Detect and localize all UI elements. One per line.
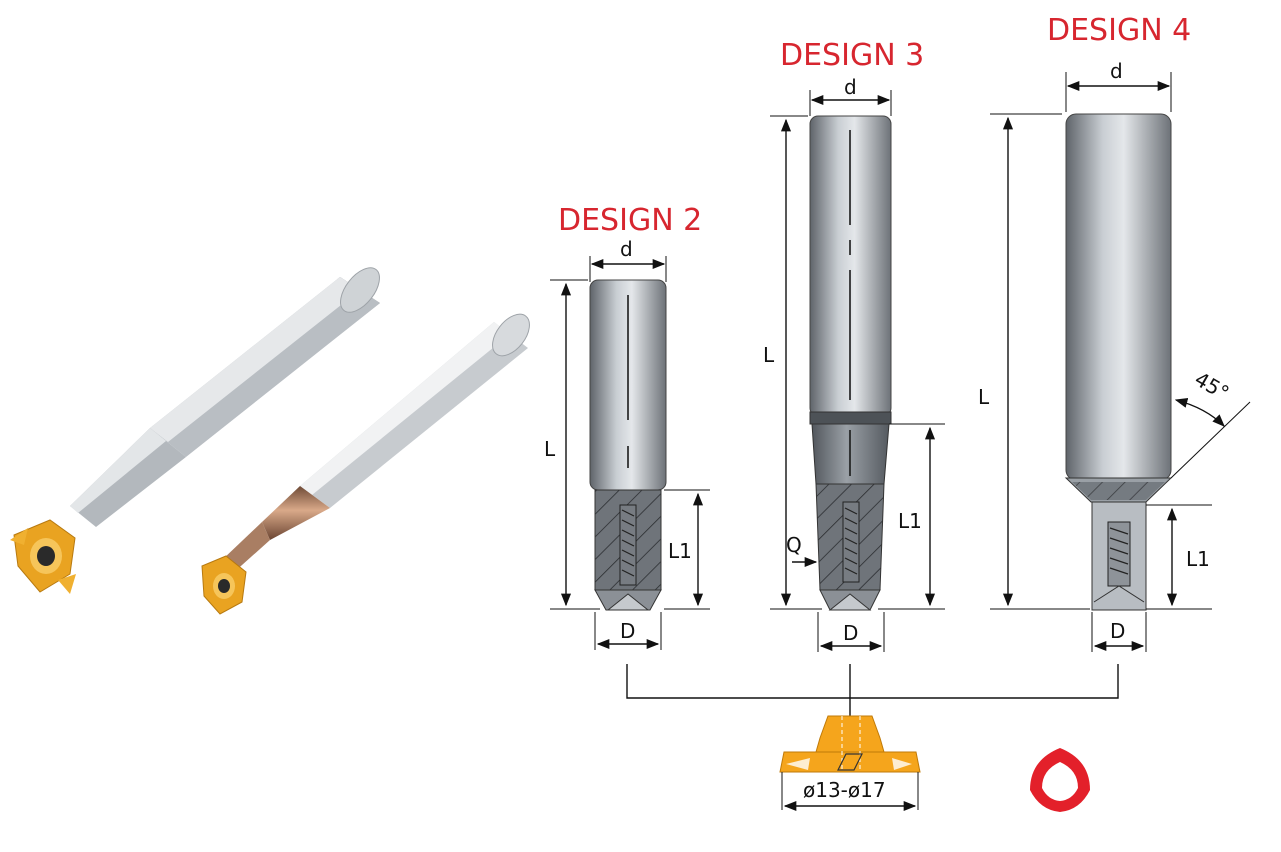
- design-4-L-label: L: [978, 385, 990, 409]
- design-2-title: DESIGN 2: [558, 203, 702, 238]
- design-3-Q-label: Q: [786, 533, 802, 557]
- design-3-drawing: DESIGN 3 d L L1 Q D: [763, 38, 945, 652]
- insert-drawing: ø13-ø17: [779, 715, 921, 812]
- design-2-d-label: d: [620, 237, 633, 261]
- design-2-L-label: L: [544, 437, 556, 461]
- design-2-D-label: D: [620, 619, 635, 643]
- design-4-L1-label: L1: [1186, 547, 1210, 571]
- design-4-D-label: D: [1110, 619, 1125, 643]
- product-photo-short-tool: [201, 313, 530, 615]
- design-4-title: DESIGN 4: [1047, 13, 1191, 48]
- design-4-drawing: DESIGN 4 d 45° L L1 D: [978, 13, 1251, 652]
- design-3-L-label: L: [763, 343, 775, 367]
- design-4-d-label: d: [1110, 59, 1123, 83]
- design-4-angle-label: 45°: [1191, 367, 1234, 406]
- product-photo-long-tool: [10, 267, 380, 594]
- design-3-d-label: d: [844, 75, 857, 99]
- insert-diameter-label: ø13-ø17: [803, 778, 886, 802]
- reuleaux-triangle-icon: [1030, 748, 1090, 812]
- insert-connector: [626, 664, 1119, 718]
- design-3-title: DESIGN 3: [780, 38, 924, 73]
- design-3-L1-label: L1: [898, 509, 922, 533]
- design-3-D-label: D: [843, 621, 858, 645]
- design-2-L1-label: L1: [668, 539, 692, 563]
- design-2-drawing: DESIGN 2 d L L1 D: [544, 203, 710, 650]
